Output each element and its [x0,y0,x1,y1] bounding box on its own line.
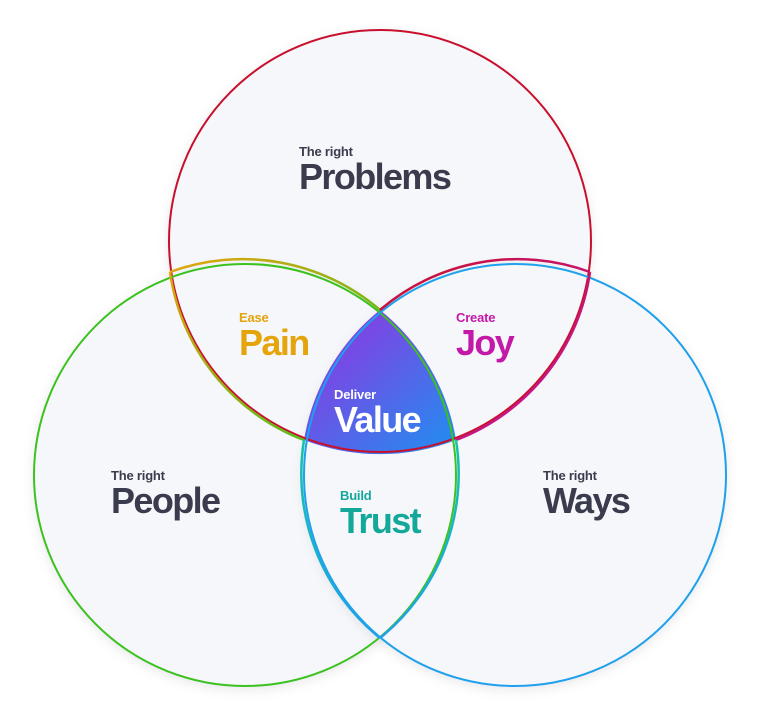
trust-lens-border [300,439,460,639]
pain-lens-border [168,257,381,442]
label-joy-big: Joy [456,322,515,363]
value-region [304,310,456,455]
label-joy-small: Create [456,310,496,325]
joy-lens-border [379,257,592,442]
label-ways-small: The right [543,468,597,483]
label-problems-small: The right [299,144,353,159]
label-people-small: The right [111,468,165,483]
label-value-small: Deliver [334,387,376,402]
circle-people-outline [33,263,457,687]
label-people: The right People [111,468,221,521]
label-trust: Build Trust [340,488,422,541]
label-trust-small: Build [340,488,372,503]
label-problems: The right Problems [299,144,452,197]
label-ways-big: Ways [543,480,631,521]
circle-ways-outline [303,263,727,687]
label-ways: The right Ways [543,468,631,521]
circle-problems-outline [168,29,592,453]
label-value-big: Value [334,399,422,440]
label-value: Deliver Value [334,387,422,440]
label-pain-small: Ease [239,310,269,325]
label-trust-big: Trust [340,500,422,541]
label-pain-big: Pain [239,322,310,363]
label-pain: Ease Pain [239,310,310,363]
label-problems-big: Problems [299,156,452,197]
label-people-big: People [111,480,221,521]
label-joy: Create Joy [456,310,515,363]
